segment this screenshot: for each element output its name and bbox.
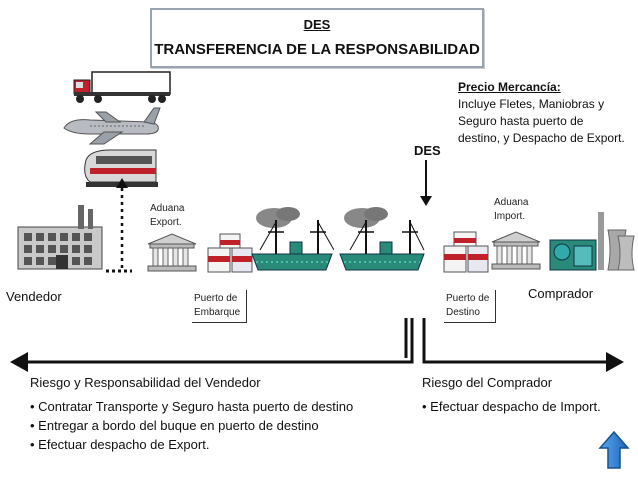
port-destination-label: Puerto de Destino (444, 290, 497, 323)
seller-risk-list: • Contratar Transporte y Seguro hasta pu… (30, 397, 353, 454)
down-arrow-icon (420, 160, 432, 206)
customs-import-label: Aduana Import. (494, 196, 528, 224)
customs-building-icon (147, 233, 197, 272)
customs-export-line2: Export. (150, 217, 182, 228)
port-loading-line1: Puerto de (194, 293, 238, 304)
dotted-arrow (116, 178, 128, 270)
list-item: • Contratar Transporte y Seguro hasta pu… (30, 399, 354, 414)
dotted-base (106, 269, 132, 273)
list-item: • Efectuar despacho de Import. (422, 399, 601, 414)
list-item: • Efectuar despacho de Export. (30, 437, 210, 452)
ship-icon (339, 207, 425, 271)
scroll-up-button[interactable] (598, 430, 630, 470)
term-code: DES (303, 17, 331, 32)
port-loading-label: Puerto de Embarque (192, 290, 248, 323)
port-destination-line2: Destino (446, 307, 480, 318)
customs-export-line1: Aduana (150, 203, 185, 214)
buyer-risk-title: Riesgo del Comprador (422, 375, 553, 390)
customs-import-line2: Import. (494, 211, 526, 222)
seller-risk-arrow (10, 318, 414, 372)
airplane-icon (63, 107, 161, 145)
buyer-risk-arrow (422, 318, 624, 372)
price-note-body: Incluye Fletes, Maniobras y Seguro hasta… (458, 97, 625, 145)
container-icon (207, 233, 253, 273)
customs-export-label: Aduana Export. (150, 202, 184, 230)
port-loading-line2: Embarque (194, 307, 241, 318)
customs-import-line1: Aduana (494, 197, 529, 208)
page-title: TRANSFERENCIA DE LA RESPONSABILIDAD (154, 41, 480, 58)
transfer-point-label: DES (414, 143, 441, 158)
factory-icon (17, 205, 103, 270)
buyer-risk-list: • Efectuar despacho de Import. (422, 397, 601, 416)
list-item: • Entregar a bordo del buque en puerto d… (30, 418, 319, 433)
port-destination-line1: Puerto de (446, 293, 490, 304)
customs-building-icon (491, 231, 541, 270)
ship-icon (251, 207, 334, 271)
title-box: DES TRANSFERENCIA DE LA RESPONSABILIDAD (150, 8, 484, 68)
up-arrow-icon (598, 430, 630, 469)
risk-arrows (10, 318, 624, 372)
price-note-title: Precio Mercancía: (458, 80, 561, 94)
seller-risk-title: Riesgo y Responsabilidad del Vendedor (30, 375, 261, 390)
transport-icons (63, 71, 171, 187)
container-icon (443, 231, 489, 273)
industrial-plant-icon (549, 212, 635, 271)
buyer-label: Comprador (528, 286, 594, 301)
truck-icon (73, 71, 171, 103)
seller-label: Vendedor (6, 289, 62, 304)
